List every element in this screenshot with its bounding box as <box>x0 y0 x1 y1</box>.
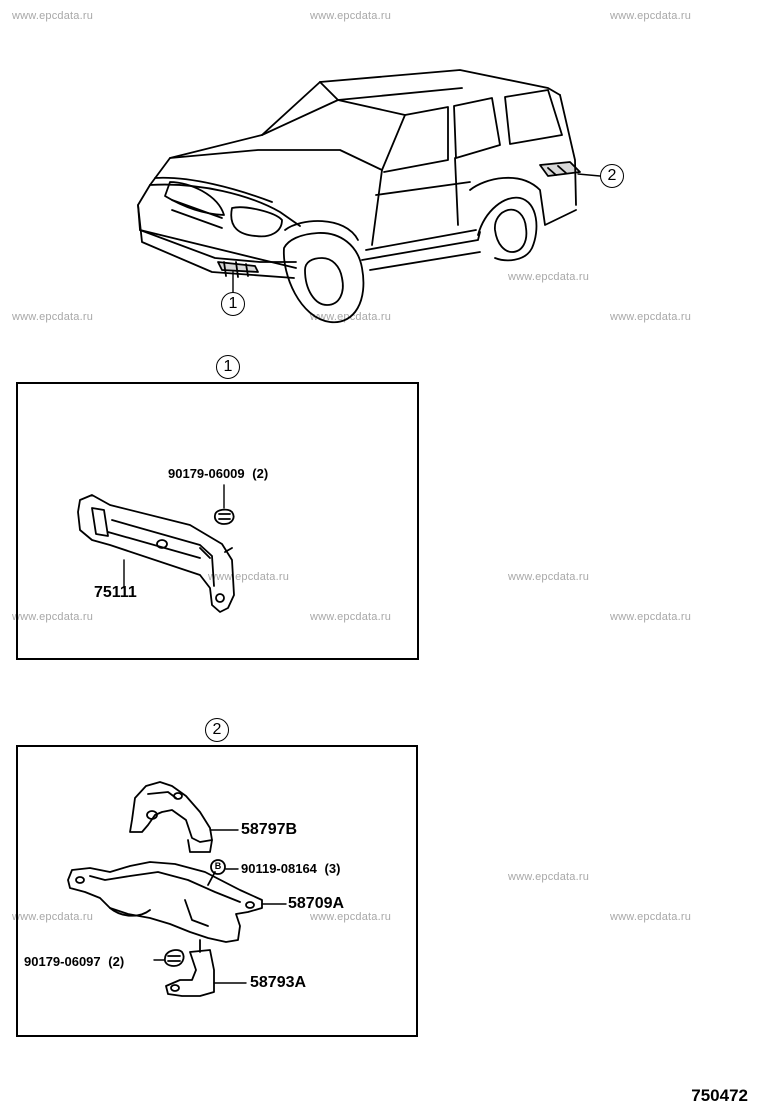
watermark: www.epcdata.ru <box>208 571 290 583</box>
detail-box-2 <box>16 745 418 1037</box>
part-label-90179-06009: 90179-06009 (2) <box>168 466 268 481</box>
section-2-header: 2 <box>205 718 229 742</box>
part-label-90119-08164: 90119-08164 (3) <box>241 861 340 876</box>
bolt-mark: B <box>214 861 222 871</box>
panel-58709a-drawing <box>67 861 263 943</box>
part-label-58797b: 58797B <box>241 821 298 838</box>
bracket-58797b-drawing <box>129 781 213 853</box>
watermark: www.epcdata.ru <box>12 10 94 22</box>
callout-2: 2 <box>600 164 624 188</box>
watermark: www.epcdata.ru <box>12 911 94 923</box>
part-label-90179-06097: 90179-06097 (2) <box>24 954 124 969</box>
part-label-58793a: 58793A <box>250 974 307 991</box>
watermark: www.epcdata.ru <box>610 10 692 22</box>
bracket-58793a-drawing <box>165 939 215 997</box>
quantity: (3) <box>324 861 341 876</box>
quantity: (2) <box>108 954 125 969</box>
quantity: (2) <box>252 466 269 481</box>
part-number: 90179-06009 <box>168 466 245 481</box>
part-label-58709a: 58709A <box>288 895 345 912</box>
bolt-90119-08164-drawing <box>210 859 239 875</box>
diagram-number: 750472 <box>691 1086 748 1105</box>
bracket-75111-drawing <box>77 494 235 613</box>
watermark: www.epcdata.ru <box>310 611 392 623</box>
section-1-header: 1 <box>216 355 240 379</box>
watermark: www.epcdata.ru <box>508 571 590 583</box>
watermark: www.epcdata.ru <box>310 10 392 22</box>
watermark: www.epcdata.ru <box>310 911 392 923</box>
watermark: www.epcdata.ru <box>12 611 94 623</box>
callout-1: 1 <box>221 292 245 316</box>
vehicle-illustration <box>137 69 581 323</box>
watermark: www.epcdata.ru <box>610 911 692 923</box>
watermark: www.epcdata.ru <box>508 871 590 883</box>
part-label-75111: 75111 <box>94 584 137 601</box>
nut-90179-06097-drawing <box>153 949 185 967</box>
watermark: www.epcdata.ru <box>610 311 692 323</box>
part-number: 90179-06097 <box>24 954 101 969</box>
detail-box-1 <box>16 382 419 660</box>
watermark: www.epcdata.ru <box>12 311 94 323</box>
watermark: www.epcdata.ru <box>508 271 590 283</box>
watermark: www.epcdata.ru <box>610 611 692 623</box>
part-number: 90119-08164 <box>241 861 317 876</box>
